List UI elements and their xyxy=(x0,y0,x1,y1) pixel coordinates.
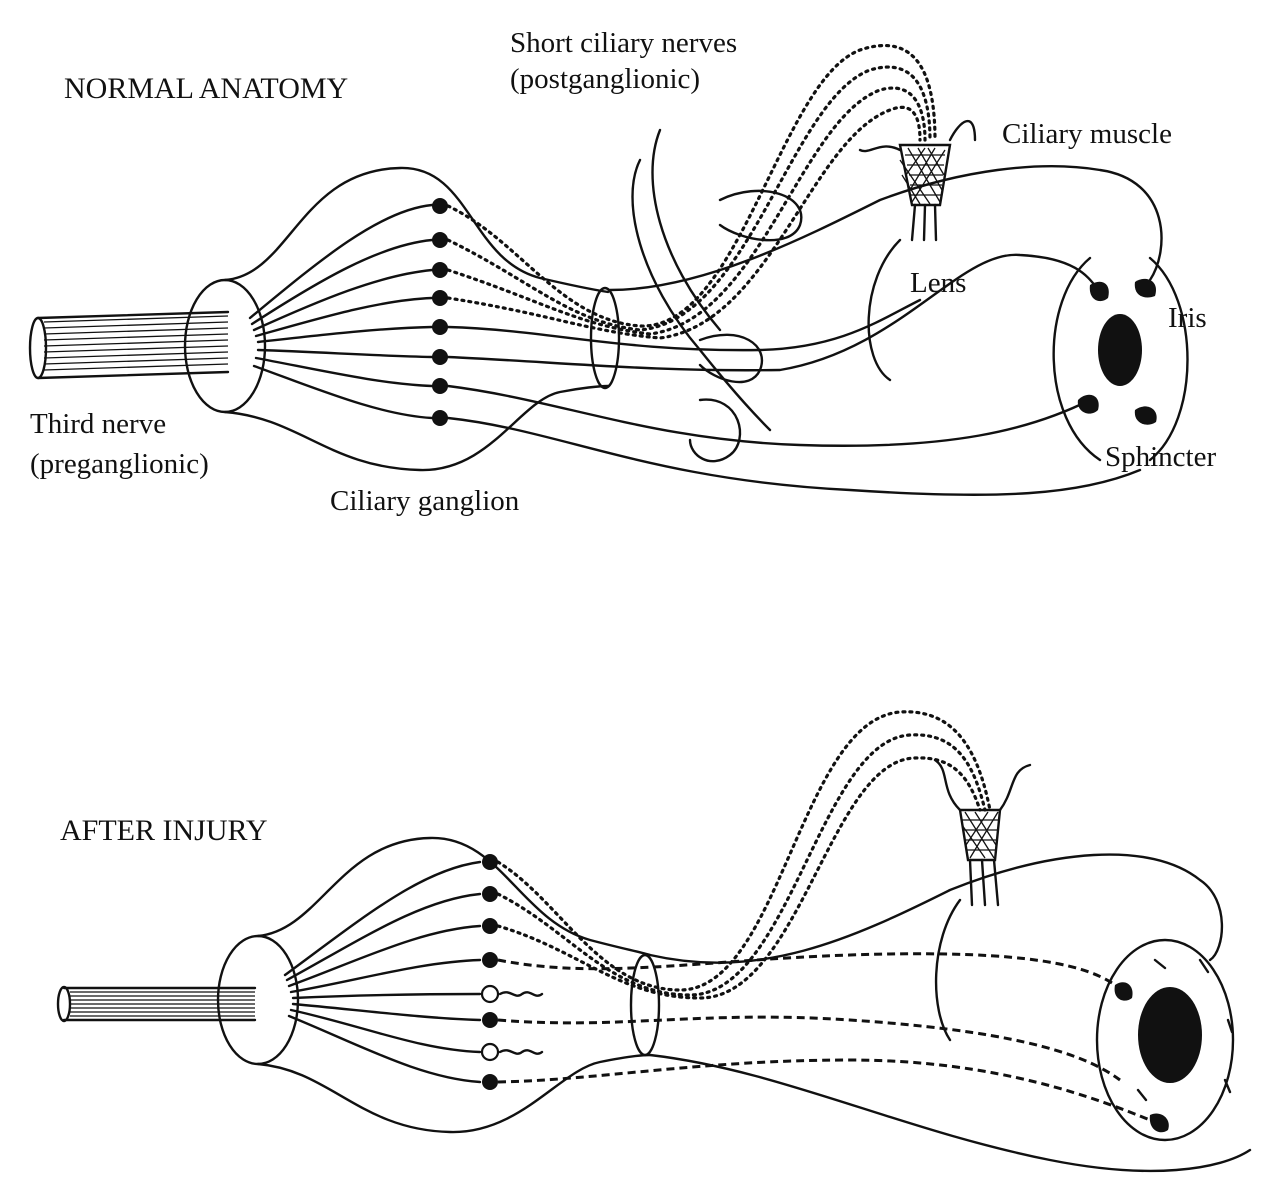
ciliary-ganglion xyxy=(183,166,621,472)
lens-label: Lens xyxy=(910,267,966,299)
postganglionic-label: (postganglionic) xyxy=(510,63,700,95)
third-nerve-bundle xyxy=(28,310,230,380)
normal-anatomy-panel: NORMAL ANATOMY Short ciliary nerves (pos… xyxy=(28,27,1216,517)
aberrant-fibers-injury xyxy=(497,952,1151,1122)
short-ciliary-nerves-label: Short ciliary nerves xyxy=(510,27,737,59)
eye-normal xyxy=(867,238,1189,462)
third-nerve-label: Third nerve xyxy=(30,408,166,440)
preganglionic-fibers-injury xyxy=(283,860,482,1084)
ciliary-muscle-injury xyxy=(933,758,1032,907)
postganglionic-fibers xyxy=(446,43,937,340)
ganglion-cells xyxy=(432,198,448,426)
normal-anatomy-heading: NORMAL ANATOMY xyxy=(64,72,348,105)
ganglion-cells-injury xyxy=(480,854,544,1090)
nerve-loops xyxy=(631,128,803,463)
after-injury-panel: AFTER INJURY xyxy=(56,710,1252,1173)
ciliary-ganglion-label: Ciliary ganglion xyxy=(330,485,520,517)
preganglionic-fibers xyxy=(248,203,434,420)
preganglionic-label: (preganglionic) xyxy=(30,448,209,480)
ciliary-ganglion-injury xyxy=(216,836,661,1134)
eye-injury xyxy=(934,898,1235,1142)
solid-fibers-injury xyxy=(648,853,1252,1173)
ciliary-muscle-label: Ciliary muscle xyxy=(1002,118,1172,150)
third-nerve-bundle-injury xyxy=(56,985,257,1023)
iris-label: Iris xyxy=(1168,302,1207,334)
sphincter-label: Sphincter xyxy=(1105,441,1216,473)
solid-fibers xyxy=(446,165,1163,497)
ciliary-muscle xyxy=(858,119,977,242)
postganglionic-fibers-injury xyxy=(496,710,992,1000)
after-injury-heading: AFTER INJURY xyxy=(60,814,268,847)
